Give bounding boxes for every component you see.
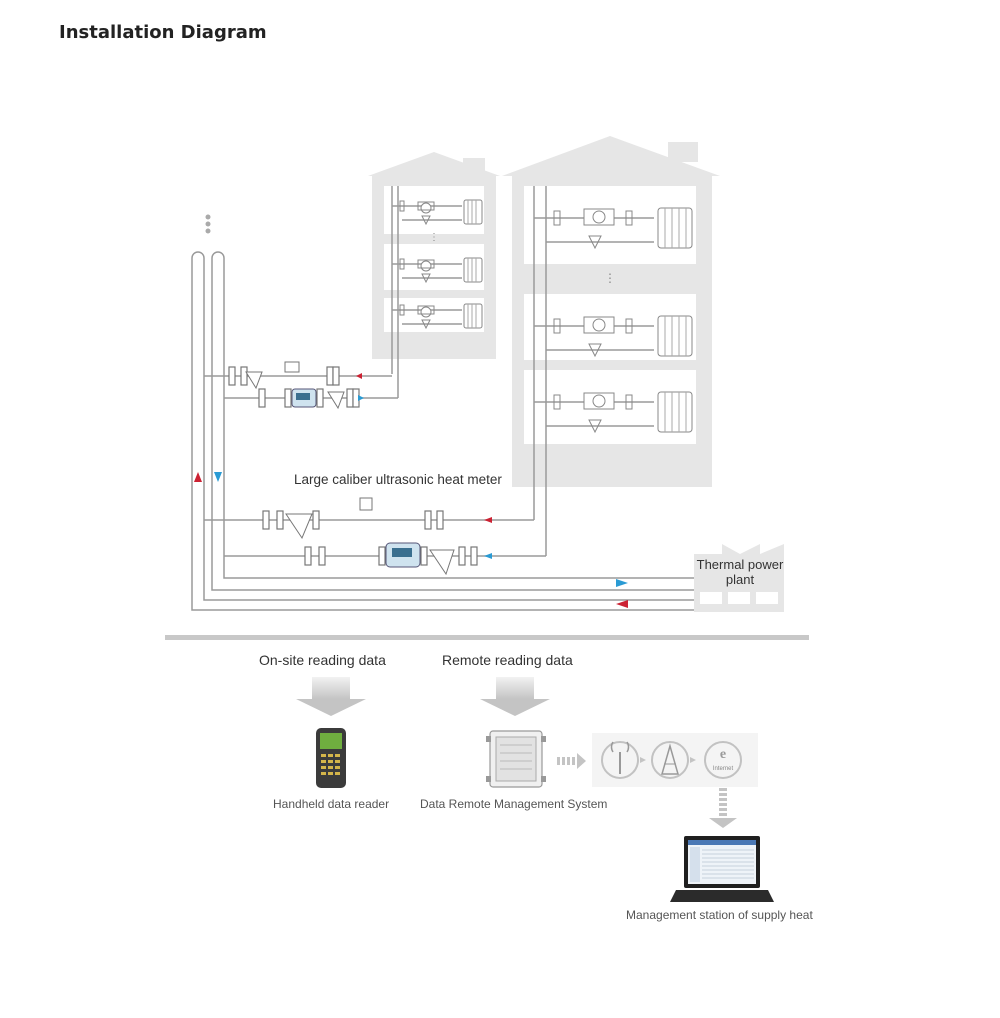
small-arrow-icon (640, 757, 646, 763)
large-building: ⋮ (502, 136, 720, 556)
svg-text:e: e (720, 747, 726, 762)
large-meter-assembly (262, 497, 492, 576)
onsite-reading-label: On-site reading data (259, 652, 386, 668)
meter-label: Large caliber ultrasonic heat meter (294, 472, 502, 487)
dashed-arrow-right (557, 753, 586, 769)
remote-management-unit-icon (486, 730, 546, 788)
svg-text:⋮: ⋮ (429, 232, 439, 243)
supply-arrow-up (194, 472, 202, 482)
svg-text:⋮: ⋮ (604, 271, 616, 285)
return-arrow-down (214, 472, 222, 482)
laptop-icon (670, 836, 774, 902)
small-arrow-icon (690, 757, 696, 763)
internet-icon: e Internet (704, 741, 742, 779)
return-arrow-right (616, 579, 628, 587)
small-building: ⋮ (368, 152, 500, 398)
handheld-reader-icon (316, 728, 346, 788)
thermal-power-plant (694, 544, 784, 612)
remote-reading-label: Remote reading data (442, 652, 573, 668)
onsite-down-arrow (296, 677, 366, 716)
section-divider (165, 635, 809, 640)
signal-tower-icon (651, 741, 689, 779)
page-title: Installation Diagram (59, 22, 267, 43)
remote-down-arrow (480, 677, 550, 716)
remote-management-label: Data Remote Management System (420, 797, 608, 811)
svg-text:Internet: Internet (713, 766, 734, 772)
management-station-label: Management station of supply heat (626, 908, 813, 922)
plant-label-line2: plant (725, 572, 755, 587)
dashed-arrow-down (709, 788, 737, 828)
antenna-tower-icon (601, 741, 639, 779)
plant-label-line1: Thermal power (696, 557, 784, 572)
small-meter-assembly (228, 361, 364, 410)
supply-arrow-left (616, 600, 628, 608)
plant-label: Thermal power plant (692, 557, 788, 587)
handheld-reader-label: Handheld data reader (273, 797, 390, 811)
